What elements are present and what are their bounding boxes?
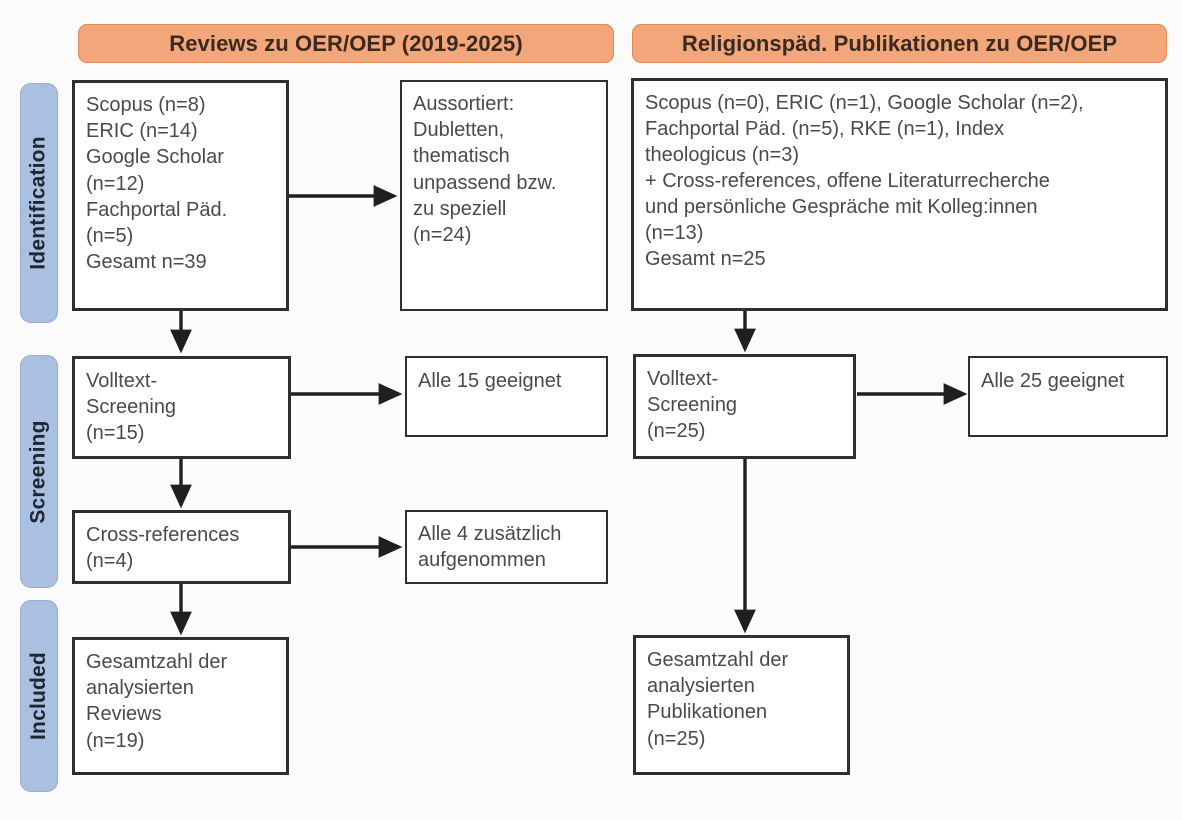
box-text-line: Reviews [86, 703, 162, 726]
box-text-line: (n=25) [647, 727, 706, 750]
box-text-line: Alle 4 zusätzlich [418, 523, 562, 545]
box-text-line: (n=24) [413, 223, 472, 246]
box-text-line: zu speziell [413, 197, 507, 220]
box-left-identification-sources: Scopus (n=8) ERIC (n=14) Google Scholar (n=… [72, 80, 289, 311]
box-text-line: (n=25) [647, 420, 706, 443]
box-left-excluded: Aussortiert: Dubletten, thematisch unpassen… [400, 80, 608, 311]
box-right-fulltext-result: Alle 25 geeignet [968, 356, 1168, 437]
box-text-line: + Cross-references, offene Literaturrech… [645, 170, 1050, 192]
phase-label-identification-text: Identification [27, 136, 50, 270]
box-text-line: (n=4) [86, 550, 134, 573]
box-left-crossreferences: Cross-references (n=4) [72, 510, 291, 584]
box-text-line: unpassend bzw. [413, 171, 557, 194]
box-text-line: (n=15) [86, 422, 145, 445]
box-text-line: Scopus (n=0), ERIC (n=1), Google Scholar… [645, 92, 1084, 114]
phase-label-included: Included [20, 600, 58, 792]
box-text-line: Alle 25 geeignet [981, 370, 1125, 392]
box-text-line: Scopus (n=8) [86, 94, 206, 116]
box-text-line: (n=5) [86, 224, 134, 247]
box-left-crossreferences-result: Alle 4 zusätzlich aufgenommen [405, 510, 608, 584]
box-text-line: Gesamt n=25 [645, 248, 766, 270]
box-left-fulltext-result: Alle 15 geeignet [405, 356, 608, 437]
box-text-line: Gesamt n=39 [86, 251, 207, 274]
box-text-line: Fachportal Päd. (n=5), RKE (n=1), Index [645, 118, 1005, 140]
phase-label-identification: Identification [20, 83, 58, 323]
box-text-line: Google Scholar [86, 146, 224, 169]
box-text-line: (n=12) [86, 172, 145, 195]
box-text-line: Gesamtzahl der [86, 651, 228, 673]
box-text-line: Screening [647, 394, 738, 417]
box-text-line: ERIC (n=14) [86, 120, 198, 143]
box-text-line: Screening [86, 396, 177, 419]
box-text-line: Publikationen [647, 701, 768, 724]
column-header-right-label: Religionspäd. Publikationen zu OER/OEP [681, 30, 1118, 56]
box-text-line: analysierten [86, 677, 194, 700]
box-text-line: (n=13) [645, 222, 704, 244]
box-text-line: Gesamtzahl der [647, 649, 789, 671]
box-text-line: theologicus (n=3) [645, 144, 799, 166]
box-right-identification-sources: Scopus (n=0), ERIC (n=1), Google Scholar… [631, 78, 1168, 311]
column-header-right: Religionspäd. Publikationen zu OER/OEP [632, 24, 1167, 63]
box-text-line: Fachportal Päd. [86, 198, 228, 221]
box-right-fulltext-screening: Volltext- Screening (n=25) [633, 354, 856, 459]
phase-label-screening-text: Screening [27, 419, 50, 524]
box-text-line: Cross-references [86, 524, 240, 546]
column-header-left-label: Reviews zu OER/OEP (2019-2025) [169, 30, 523, 56]
box-text-line: Aussortiert: [413, 93, 515, 115]
box-text-line: thematisch [413, 145, 510, 168]
box-text-line: Dubletten, [413, 119, 505, 142]
box-text-line: Alle 15 geeignet [418, 370, 562, 392]
box-text-line: aufgenommen [418, 549, 546, 572]
column-header-left: Reviews zu OER/OEP (2019-2025) [78, 24, 614, 63]
box-text-line: (n=19) [86, 729, 145, 752]
box-left-fulltext-screening: Volltext- Screening (n=15) [72, 356, 291, 459]
box-text-line: und persönliche Gespräche mit Kolleg:inn… [645, 196, 1038, 218]
box-text-line: analysierten [647, 675, 755, 698]
phase-label-included-text: Included [27, 652, 51, 740]
phase-label-screening: Screening [20, 355, 58, 588]
box-text-line: Volltext- [647, 368, 719, 390]
box-text-line: Volltext- [86, 370, 158, 392]
